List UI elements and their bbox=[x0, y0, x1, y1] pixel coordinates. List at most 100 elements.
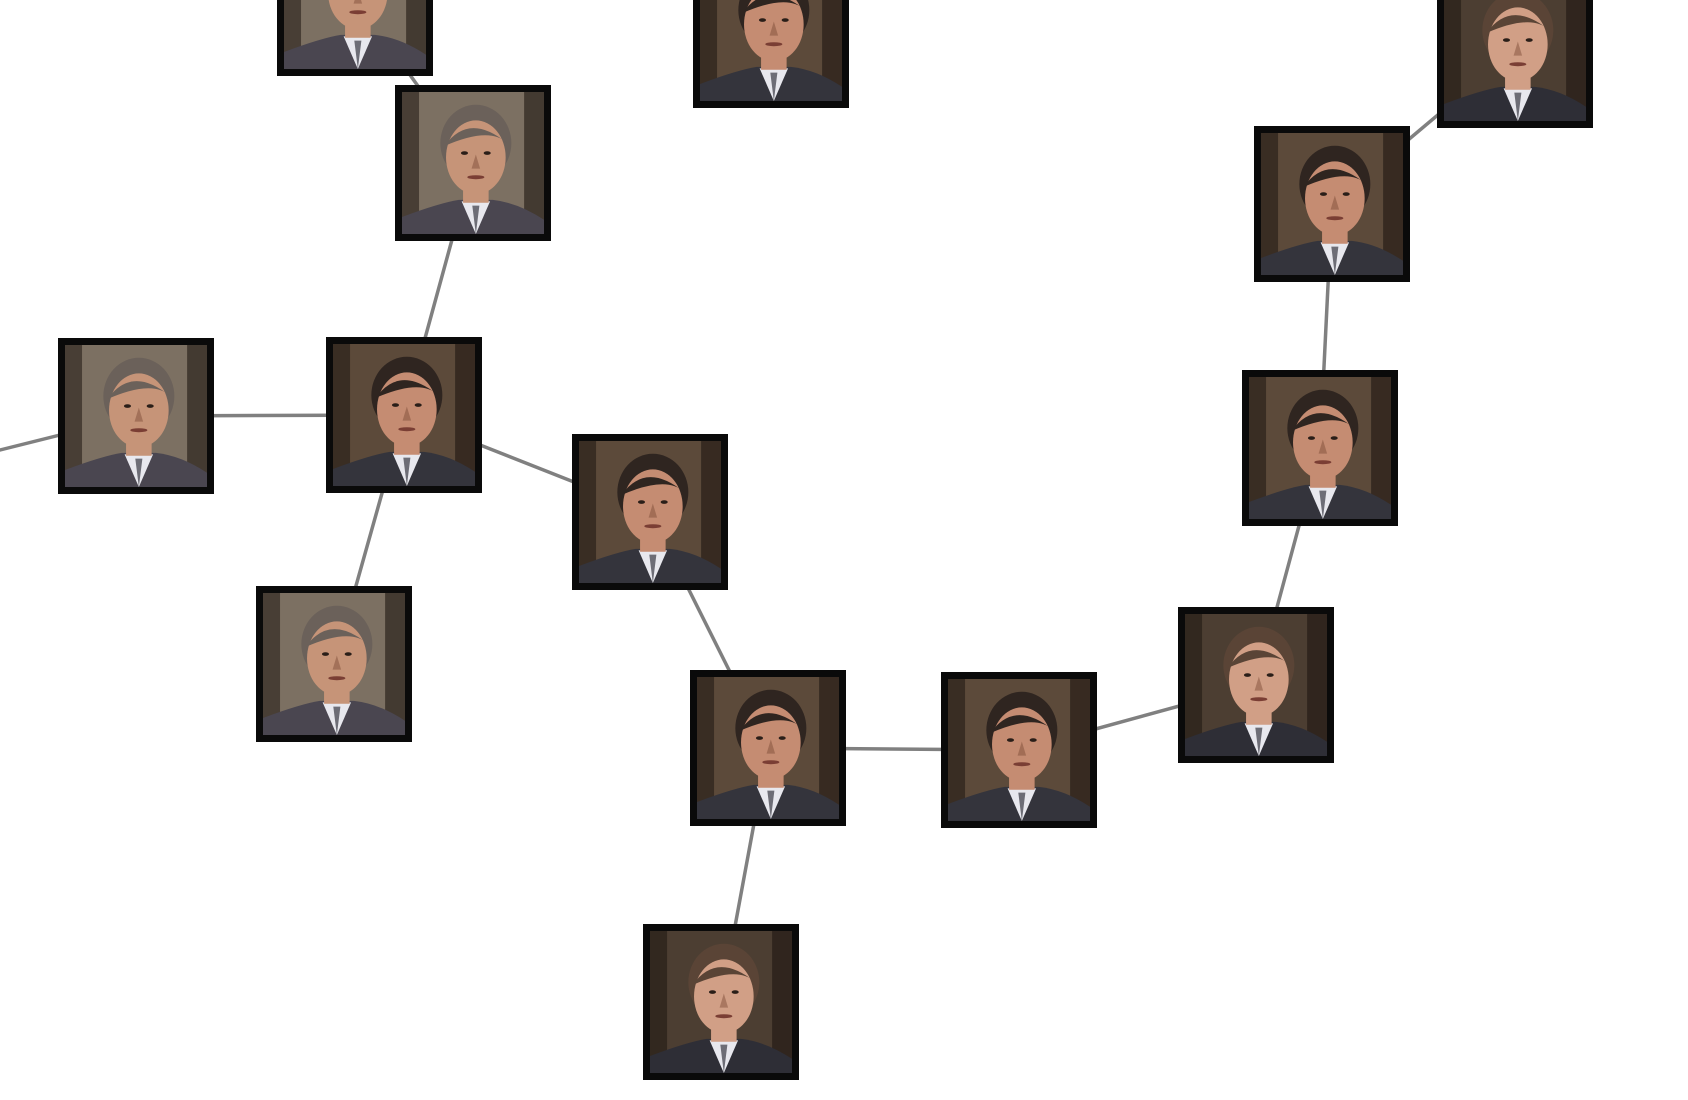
portrait-shadow-left bbox=[1444, 0, 1462, 121]
brown-haired-man-portrait-icon bbox=[1444, 0, 1586, 121]
graph-node[interactable] bbox=[643, 924, 799, 1080]
graph-node[interactable] bbox=[1254, 126, 1410, 282]
dark-haired-man-portrait-icon bbox=[333, 344, 475, 486]
portrait-tie bbox=[649, 554, 657, 583]
bald-man-portrait-icon bbox=[284, 0, 426, 69]
portrait-nose bbox=[766, 739, 776, 754]
dark-haired-man-portrait-icon bbox=[700, 0, 842, 101]
portrait-shadow-left bbox=[333, 344, 351, 486]
graph-node[interactable] bbox=[58, 338, 214, 494]
portrait-mouth bbox=[715, 1014, 733, 1019]
portrait-eye bbox=[778, 736, 786, 740]
portrait-mouth bbox=[765, 42, 783, 47]
portrait-hairline bbox=[305, 629, 369, 647]
portrait-hairline bbox=[692, 967, 756, 985]
portrait-eye bbox=[483, 151, 491, 155]
portrait-hairline bbox=[1303, 169, 1367, 187]
dark-haired-man-portrait-icon bbox=[1261, 133, 1403, 275]
portrait-tie bbox=[403, 457, 411, 486]
portrait-mouth bbox=[130, 428, 148, 433]
portrait-shadow-right bbox=[1566, 0, 1586, 121]
portrait-eye bbox=[1319, 192, 1328, 196]
graph-node[interactable] bbox=[693, 0, 849, 108]
portrait-shadow-right bbox=[819, 677, 839, 819]
portrait-shadow-left bbox=[263, 593, 281, 735]
portrait-mouth bbox=[1509, 62, 1527, 67]
portrait-hairline bbox=[742, 0, 806, 13]
portrait-mouth bbox=[349, 10, 367, 15]
portrait-mouth bbox=[398, 427, 416, 432]
graph-node[interactable] bbox=[690, 670, 846, 826]
dark-haired-man-portrait-icon bbox=[948, 679, 1090, 821]
portrait-mouth bbox=[328, 676, 346, 681]
portrait-nose bbox=[1017, 741, 1027, 756]
portrait-eye bbox=[414, 403, 422, 407]
portrait-tie bbox=[333, 706, 341, 735]
portrait-nose bbox=[648, 503, 658, 518]
portrait-shadow-left bbox=[948, 679, 966, 821]
portrait-hairline bbox=[1486, 15, 1550, 33]
portrait-eye bbox=[637, 500, 646, 504]
portrait-shadow-right bbox=[524, 92, 544, 234]
portrait-tie bbox=[472, 205, 480, 234]
portrait-eye bbox=[758, 18, 767, 22]
portrait-hairline bbox=[621, 477, 685, 495]
portrait-hairline bbox=[1291, 413, 1355, 431]
graph-node[interactable] bbox=[1242, 370, 1398, 526]
portrait-hairline bbox=[375, 380, 439, 398]
portrait-hairline bbox=[107, 381, 171, 399]
portrait-eye bbox=[1006, 738, 1015, 742]
portrait-mouth bbox=[1326, 216, 1344, 221]
portrait-eye bbox=[1342, 192, 1350, 196]
portrait-eye bbox=[781, 18, 789, 22]
portrait-eye bbox=[1307, 436, 1316, 440]
portrait-eye bbox=[344, 652, 352, 656]
portrait-shadow-left bbox=[1185, 614, 1203, 756]
portrait-nose bbox=[1318, 439, 1328, 454]
portrait-eye bbox=[708, 990, 717, 994]
dark-haired-man-portrait-icon bbox=[697, 677, 839, 819]
portrait-shadow-right bbox=[772, 931, 792, 1073]
portrait-shadow-left bbox=[1261, 133, 1279, 275]
graph-node[interactable] bbox=[395, 85, 551, 241]
portrait-nose bbox=[471, 154, 481, 169]
portrait-shadow-left bbox=[650, 931, 668, 1073]
portrait-tie bbox=[1514, 92, 1522, 121]
bald-man-portrait-icon bbox=[402, 92, 544, 234]
graph-node[interactable] bbox=[256, 586, 412, 742]
portrait-tie bbox=[1331, 246, 1339, 275]
portrait-nose bbox=[402, 406, 412, 421]
portrait-eye bbox=[660, 500, 668, 504]
portrait-eye bbox=[1266, 673, 1274, 677]
portrait-face bbox=[744, 0, 804, 62]
portrait-tie bbox=[1018, 792, 1026, 821]
portrait-tie bbox=[1255, 727, 1263, 756]
dark-haired-man-portrait-icon bbox=[579, 441, 721, 583]
graph-node[interactable] bbox=[1178, 607, 1334, 763]
portrait-eye bbox=[123, 404, 132, 408]
graph-node[interactable] bbox=[572, 434, 728, 590]
portrait-shadow-left bbox=[697, 677, 715, 819]
portrait-mouth bbox=[644, 524, 662, 529]
graph-node[interactable] bbox=[277, 0, 433, 76]
portrait-eye bbox=[460, 151, 469, 155]
portrait-nose bbox=[353, 0, 363, 4]
portrait-mouth bbox=[762, 760, 780, 765]
portrait-eye bbox=[1243, 673, 1252, 677]
portrait-mouth bbox=[1314, 460, 1332, 465]
portrait-eye bbox=[321, 652, 330, 656]
portrait-eye bbox=[146, 404, 154, 408]
portrait-hairline bbox=[990, 715, 1054, 733]
portrait-shadow-left bbox=[579, 441, 597, 583]
graph-node[interactable] bbox=[326, 337, 482, 493]
portrait-eye bbox=[1029, 738, 1037, 742]
portrait-nose bbox=[769, 21, 779, 36]
portrait-shadow-left bbox=[402, 92, 420, 234]
portrait-eye bbox=[391, 403, 400, 407]
portrait-tie bbox=[354, 40, 362, 69]
graph-node[interactable] bbox=[1437, 0, 1593, 128]
portrait-nose bbox=[1330, 195, 1340, 210]
portrait-shadow-right bbox=[1383, 133, 1403, 275]
portrait-shadow-right bbox=[1371, 377, 1391, 519]
graph-node[interactable] bbox=[941, 672, 1097, 828]
